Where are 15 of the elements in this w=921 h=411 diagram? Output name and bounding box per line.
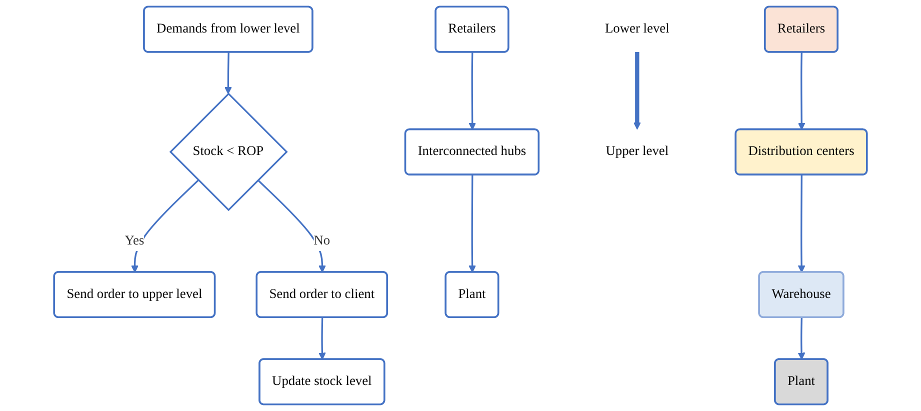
arrow	[633, 52, 641, 130]
arrow	[318, 318, 326, 360]
arrow	[798, 52, 806, 130]
node-text: Lower level	[604, 22, 670, 36]
arrow	[798, 318, 806, 360]
arrow	[798, 174, 806, 273]
edge-label: No	[314, 233, 330, 248]
node-text: Upper level	[606, 144, 669, 159]
arrow	[224, 52, 232, 94]
edge-label: Yes	[124, 233, 144, 248]
arrow	[131, 180, 199, 273]
arrow	[468, 52, 476, 130]
arrow	[468, 174, 476, 273]
arrow	[257, 180, 326, 273]
node-diamond: Stock < ROP	[169, 92, 288, 212]
